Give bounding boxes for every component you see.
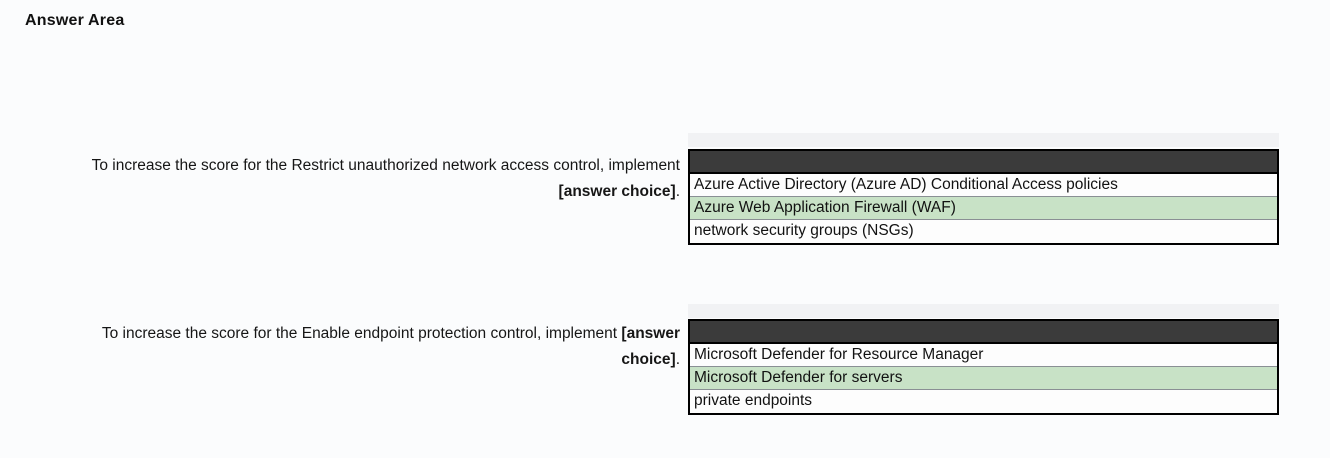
question-2-suffix: . xyxy=(675,351,680,368)
dropdown-1-option[interactable]: network security groups (NSGs) xyxy=(690,220,1277,243)
dropdown-1-option-selected[interactable]: Azure Web Application Firewall (WAF) xyxy=(690,197,1277,220)
dropdown-2-option[interactable]: Microsoft Defender for Resource Manager xyxy=(690,344,1277,367)
dropdown-2-header[interactable] xyxy=(690,321,1277,344)
question-2-prompt: To increase the score for the Enable end… xyxy=(101,325,618,342)
dropdown-2-option-selected[interactable]: Microsoft Defender for servers xyxy=(690,367,1277,390)
answer-dropdown-1: Azure Active Directory (Azure AD) Condit… xyxy=(688,149,1279,245)
page-title: Answer Area xyxy=(25,12,125,29)
table-1-top-shading xyxy=(688,133,1279,147)
question-1-suffix: . xyxy=(675,183,680,200)
dropdown-1-header[interactable] xyxy=(690,151,1277,174)
dropdown-1-option[interactable]: Azure Active Directory (Azure AD) Condit… xyxy=(690,174,1277,197)
question-1-text: To increase the score for the Restrict u… xyxy=(80,153,680,205)
question-2-text: To increase the score for the Enable end… xyxy=(80,321,680,373)
question-1-answer-placeholder: [answer choice] xyxy=(558,183,676,200)
question-2-answer-placeholder: [answer choice] xyxy=(621,325,680,368)
question-1-prompt: To increase the score for the Restrict u… xyxy=(91,157,680,174)
table-2-top-shading xyxy=(688,304,1279,318)
dropdown-2-option[interactable]: private endpoints xyxy=(690,390,1277,413)
answer-dropdown-2: Microsoft Defender for Resource Manager … xyxy=(688,319,1279,415)
